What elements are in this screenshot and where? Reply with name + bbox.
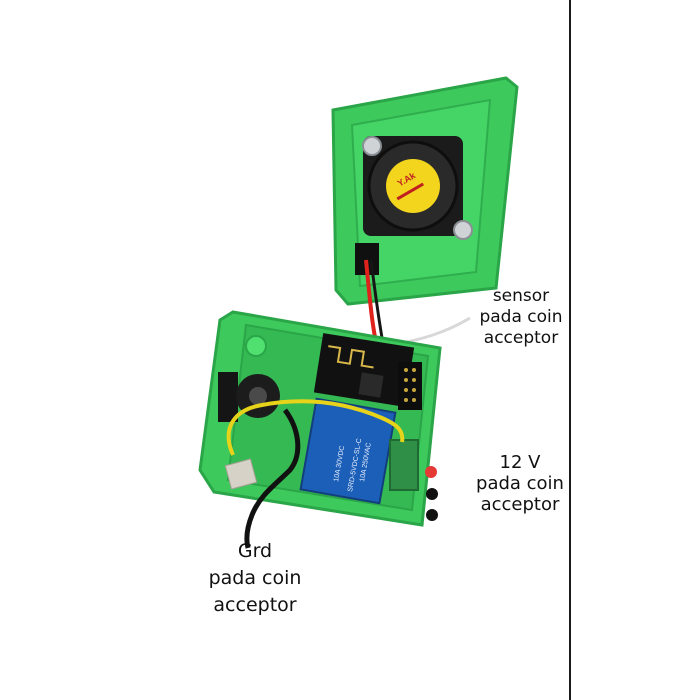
terminal-block (389, 439, 419, 491)
ground-label-line: acceptor (213, 594, 297, 616)
ground-label-line: Grd (237, 540, 273, 562)
relay-module: SRD-5VDC-SL-C 10A 250VAC 10A 30VDC (299, 397, 397, 505)
main-enclosure: SRD-5VDC-SL-C 10A 250VAC 10A 30VDC (198, 310, 442, 549)
black-dot-marker (426, 488, 438, 500)
ground-label: Grd pada coin acceptor (185, 538, 325, 619)
fan-hub-label (386, 159, 440, 213)
esp-module (313, 333, 422, 410)
sensor-label-line: acceptor (483, 328, 559, 348)
power-label-line: acceptor (480, 494, 560, 515)
ground-label-line: pada coin (208, 567, 302, 589)
dc-jack (218, 372, 280, 422)
power-label-line: pada coin (476, 473, 564, 494)
sensor-label: sensor pada coin acceptor (466, 286, 576, 349)
fan-lid: Y.Ak (331, 76, 519, 306)
screw-icon (453, 220, 473, 240)
screw-icon (362, 136, 382, 156)
ground-wire (244, 408, 301, 549)
black-dot-marker (426, 509, 438, 521)
power-label-line: 12 V (499, 452, 541, 473)
red-dot-marker (425, 466, 437, 478)
power-label: 12 V pada coin acceptor (460, 452, 580, 515)
cooling-fan: Y.Ak (363, 136, 463, 236)
sensor-label-line: sensor (492, 286, 550, 306)
mount-post (245, 335, 267, 357)
page-edge-line (569, 0, 571, 700)
sensor-label-line: pada coin (479, 307, 563, 327)
yellow-wire (226, 399, 405, 456)
crimp-connector (224, 458, 258, 490)
